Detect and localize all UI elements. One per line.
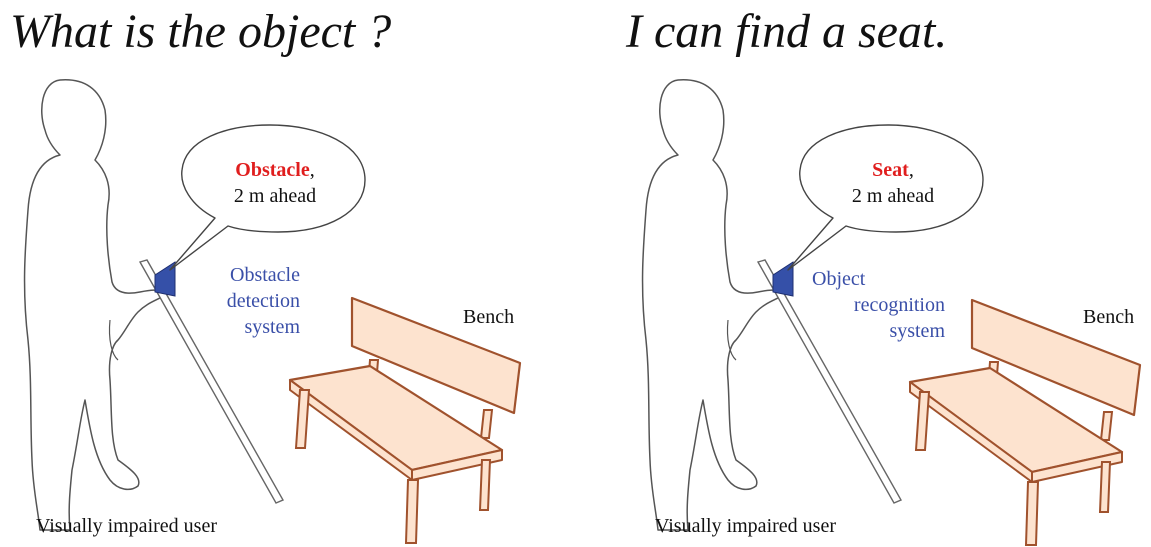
right-title: I can find a seat. (626, 5, 948, 58)
left-user-label: Visually impaired user (36, 515, 217, 537)
left-bubble-keyword: Obstacle (235, 159, 310, 181)
right-bench-label: Bench (1083, 306, 1135, 328)
right-speech-bubble (787, 124, 984, 271)
left-system-line3: system (244, 316, 300, 338)
right-bubble-text: Seat, 2 m ahead (818, 157, 968, 209)
left-bubble-text: Obstacle, 2 m ahead (200, 157, 350, 209)
right-system-line1: Object (812, 268, 866, 290)
right-system-line2: recognition (853, 294, 945, 316)
left-system-label: Obstacle detection system (180, 262, 300, 340)
right-system-label: Object recognition system (800, 266, 945, 344)
left-system-line1: Obstacle (230, 264, 300, 286)
left-system-line2: detection (226, 290, 300, 312)
right-white-cane (756, 259, 902, 504)
right-person-silhouette (641, 79, 784, 531)
left-title: What is the object ? (10, 5, 392, 58)
left-bubble-distance: 2 m ahead (233, 185, 317, 207)
left-person-silhouette (23, 79, 166, 531)
left-bubble-comma: , (309, 159, 315, 181)
right-bubble-distance: 2 m ahead (851, 185, 935, 207)
left-bench-illustration (288, 296, 522, 545)
left-white-cane (138, 259, 284, 504)
right-user-label: Visually impaired user (655, 515, 836, 537)
left-bench-label: Bench (463, 306, 515, 328)
left-speech-bubble (169, 124, 366, 271)
right-system-line3: system (889, 320, 945, 342)
right-bubble-comma: , (908, 159, 914, 181)
right-bubble-keyword: Seat (872, 159, 909, 181)
